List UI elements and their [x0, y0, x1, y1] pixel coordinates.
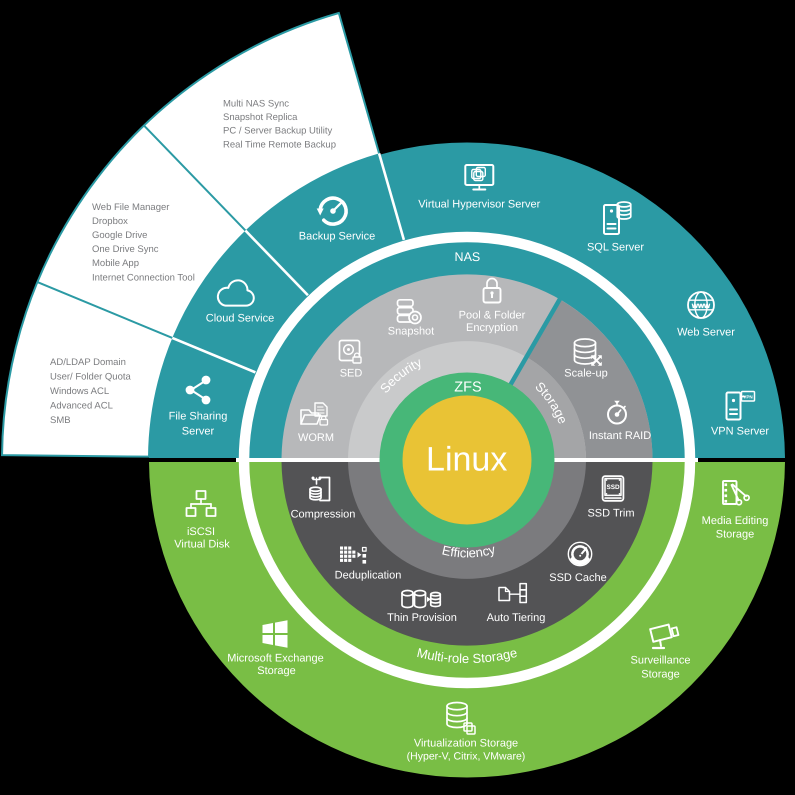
svg-text:Deduplication: Deduplication	[335, 570, 402, 582]
svg-text:PC / Server Backup Utility: PC / Server Backup Utility	[223, 126, 333, 137]
svg-text:Auto Tiering: Auto Tiering	[487, 612, 546, 624]
svg-text:ZFS: ZFS	[454, 380, 481, 396]
svg-text:Advanced ACL: Advanced ACL	[50, 400, 113, 411]
svg-text:SMB: SMB	[50, 415, 71, 426]
svg-text:Storage: Storage	[716, 529, 755, 541]
svg-text:Encryption: Encryption	[466, 322, 518, 334]
svg-text:Efficiency: Efficiency	[441, 541, 498, 560]
svg-text:AD/LDAP Domain: AD/LDAP Domain	[50, 357, 126, 368]
svg-text:Snapshot Replica: Snapshot Replica	[223, 112, 298, 123]
svg-text:Google Drive: Google Drive	[92, 230, 147, 241]
svg-text:Web Server: Web Server	[677, 327, 735, 339]
svg-text:Storage: Storage	[641, 668, 680, 680]
svg-text:Real Time Remote Backup: Real Time Remote Backup	[223, 139, 336, 150]
svg-text:Snapshot: Snapshot	[388, 326, 434, 338]
svg-text:SSD: SSD	[606, 484, 620, 491]
svg-text:SSD Trim: SSD Trim	[587, 508, 634, 520]
svg-text:WORM: WORM	[298, 432, 334, 444]
svg-text:User/ Folder Quota: User/ Folder Quota	[50, 371, 131, 382]
svg-text:Thin Provision: Thin Provision	[387, 612, 457, 624]
svg-text:Microsoft Exchange: Microsoft Exchange	[227, 653, 324, 665]
svg-text:Virtual Disk: Virtual Disk	[174, 539, 230, 551]
svg-text:SED: SED	[340, 368, 363, 380]
svg-text:Linux: Linux	[426, 441, 507, 479]
svg-text:VPN: VPN	[743, 395, 753, 400]
svg-text:Multi-role Storage: Multi-role Storage	[415, 645, 518, 666]
svg-text:Internet Connection Tool: Internet Connection Tool	[92, 272, 195, 283]
svg-text:Pool & Folder: Pool & Folder	[459, 310, 526, 322]
svg-text:Backup Service: Backup Service	[299, 231, 375, 243]
svg-text:iSCSI: iSCSI	[187, 526, 215, 538]
svg-text:Scale-up: Scale-up	[564, 368, 607, 380]
svg-text:Windows ACL: Windows ACL	[50, 386, 109, 397]
svg-text:Surveillance: Surveillance	[631, 654, 691, 666]
svg-text:(Hyper-V, Citrix, VMware): (Hyper-V, Citrix, VMware)	[407, 751, 526, 763]
svg-text:Virtualization Storage: Virtualization Storage	[414, 738, 518, 750]
svg-text:SQL Server: SQL Server	[587, 242, 644, 254]
svg-text:Virtual Hypervisor Server: Virtual Hypervisor Server	[418, 198, 540, 210]
svg-text:Server: Server	[182, 426, 215, 438]
svg-text:SSD Cache: SSD Cache	[549, 572, 606, 584]
svg-text:Compression: Compression	[291, 509, 356, 521]
svg-text:Instant RAID: Instant RAID	[589, 430, 651, 442]
svg-text:www: www	[691, 301, 711, 310]
svg-text:Media Editing: Media Editing	[702, 515, 769, 527]
svg-text:Storage: Storage	[257, 665, 296, 677]
svg-text:One Drive Sync: One Drive Sync	[92, 244, 159, 255]
svg-text:Cloud Service: Cloud Service	[206, 312, 274, 324]
svg-text:Mobile App: Mobile App	[92, 258, 139, 269]
svg-text:NAS: NAS	[455, 250, 481, 264]
svg-text:File Sharing: File Sharing	[169, 411, 228, 423]
svg-text:VPN Server: VPN Server	[711, 426, 769, 438]
svg-text:Multi NAS Sync: Multi NAS Sync	[223, 98, 289, 109]
svg-text:Dropbox: Dropbox	[92, 216, 128, 227]
svg-text:Web File Manager: Web File Manager	[92, 202, 169, 213]
